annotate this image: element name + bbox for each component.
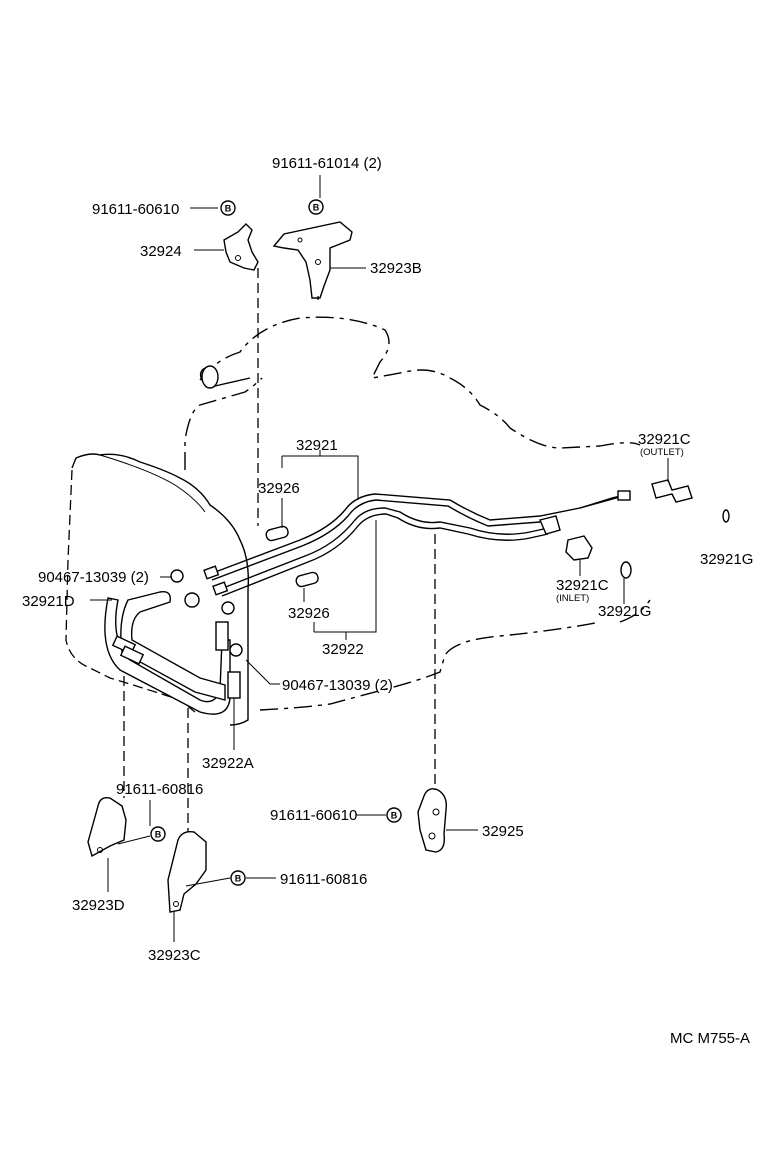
- label-inlet-caption: (INLET): [556, 593, 589, 604]
- svg-text:B: B: [235, 874, 242, 884]
- hose-32922a: [120, 591, 226, 701]
- label-outlet-caption: (OUTLET): [640, 447, 684, 458]
- diagram-code: MC M755-A: [670, 1030, 750, 1047]
- oring-icon: [722, 509, 730, 523]
- label-91611-60610-top: 91611-60610: [92, 201, 179, 218]
- bolt-marker-60816-right: B: [230, 870, 246, 886]
- label-91611-60816-left: 91611-60816: [116, 781, 203, 798]
- clamp-32923d: [87, 796, 127, 858]
- label-32924: 32924: [140, 243, 182, 260]
- clamp-32923c: [167, 830, 207, 913]
- label-32926-bottom: 32926: [288, 605, 330, 622]
- label-32925: 32925: [482, 823, 524, 840]
- outlet-fitting-32921c: [651, 479, 693, 503]
- label-32922: 32922: [322, 641, 364, 658]
- label-91611-60816-right: 91611-60816: [280, 871, 367, 888]
- label-32923b: 32923B: [370, 260, 422, 277]
- hose-clip-icon: [170, 569, 184, 583]
- label-32922a: 32922A: [202, 755, 254, 772]
- hose-32926-icon: [295, 571, 319, 588]
- tube-end-icon: [203, 565, 220, 580]
- inlet-fitting-32921c: [565, 535, 593, 561]
- label-32921c-outlet: 32921C: [638, 431, 691, 448]
- hose-32926-icon: [265, 525, 289, 542]
- hose-end-icon: [227, 671, 241, 699]
- cooler-tube-32922: [217, 507, 549, 597]
- clamp-32923b: [272, 221, 353, 299]
- label-90467-13039-left: 90467-13039 (2): [38, 569, 149, 586]
- label-91611-61014: 91611-61014 (2): [272, 155, 382, 172]
- tube-nut-icon: [617, 490, 631, 501]
- label-32921g-mid: 32921G: [598, 603, 651, 620]
- label-32921: 32921: [296, 437, 338, 454]
- oring-icon: [620, 561, 632, 579]
- label-91611-60610-bottom: 91611-60610: [270, 807, 357, 824]
- label-32921d: 32921D: [22, 593, 75, 610]
- label-32921g-right: 32921G: [700, 551, 753, 568]
- hose-end-icon: [215, 621, 229, 651]
- bolt-marker-61014: B: [308, 199, 324, 215]
- tube-end-icon: [212, 581, 229, 596]
- transmission-housing: [65, 453, 250, 726]
- label-32923d: 32923D: [72, 897, 125, 914]
- hose-clip-icon: [184, 592, 200, 608]
- alignment-lines: [123, 268, 436, 832]
- clamp-32924: [223, 223, 259, 271]
- hose-band-icon: [119, 645, 145, 665]
- bolt-marker-60610-bottom: B: [386, 807, 402, 823]
- label-32923c: 32923C: [148, 947, 201, 964]
- label-32921c-inlet: 32921C: [556, 577, 609, 594]
- svg-text:B: B: [391, 811, 398, 821]
- leader-lines: [90, 175, 669, 942]
- part-labels: 91611-61014 (2) 91611-60610 32924 32923B…: [22, 155, 753, 964]
- pipe-end-icon: [201, 365, 219, 389]
- bolt-marker-60610-top: B: [220, 200, 236, 216]
- engine-outline: [184, 316, 651, 711]
- hose-clip-icon: [229, 643, 243, 657]
- bolt-marker-60816-left: B: [150, 826, 166, 842]
- hose-clip-icon: [221, 601, 235, 615]
- svg-text:B: B: [313, 203, 320, 213]
- label-90467-13039-right: 90467-13039 (2): [282, 677, 393, 694]
- label-32926-top: 32926: [258, 480, 300, 497]
- svg-text:B: B: [225, 204, 232, 214]
- svg-text:B: B: [155, 830, 162, 840]
- cooler-tube-32921: [209, 493, 621, 581]
- clamp-32925: [417, 788, 448, 853]
- tube-fitting-icon: [539, 515, 561, 535]
